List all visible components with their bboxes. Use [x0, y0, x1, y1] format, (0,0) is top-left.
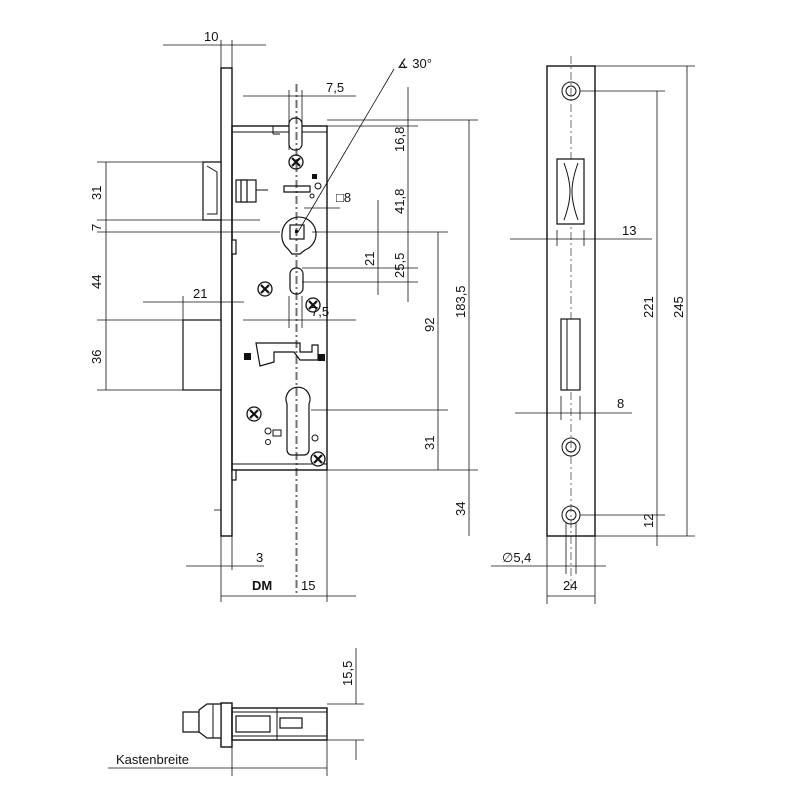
- faceplate-view: [546, 56, 596, 590]
- kastenbreite-label: Kastenbreite: [116, 752, 189, 767]
- dim-31-right: 31: [422, 436, 437, 450]
- screw-icon: [309, 450, 327, 468]
- top-slot: [288, 117, 303, 151]
- follower-hub: [281, 216, 317, 255]
- dim-34: 34: [453, 502, 468, 516]
- dim-15-5: 15,5: [340, 661, 355, 686]
- dim-24: 24: [563, 578, 577, 593]
- dim-21-left: 21: [193, 286, 207, 301]
- front-dimensions: 10 7,5 ∡ 30° 16,8 41,8 □8: [89, 29, 478, 602]
- dim-8-faceplate: 8: [617, 396, 624, 411]
- deadbolt: [182, 319, 222, 391]
- dim-3: 3: [256, 550, 263, 565]
- latch-bolt: [202, 161, 222, 221]
- screw-icon: [256, 280, 274, 298]
- dim-diameter-5-4: ∅5,4: [502, 550, 531, 565]
- dim-7-5-top: 7,5: [326, 80, 344, 95]
- dim-245: 245: [671, 296, 686, 318]
- angle-label: ∡ 30°: [397, 56, 432, 71]
- dim-7-left: 7: [89, 224, 104, 231]
- middle-slot: [289, 267, 304, 295]
- dim-183-5: 183,5: [453, 285, 468, 318]
- dim-25-5: 25,5: [392, 253, 407, 278]
- screw-icon: [245, 405, 263, 423]
- dim-square-8: □8: [336, 190, 351, 205]
- case-top-view: [231, 707, 328, 741]
- dim-10: 10: [204, 29, 218, 44]
- lock-case: [231, 125, 328, 471]
- dim-13: 13: [622, 223, 636, 238]
- cam-lever: [255, 342, 319, 367]
- dim-15: 15: [301, 578, 315, 593]
- dim-221: 221: [641, 296, 656, 318]
- deadbolt-opening: [560, 318, 581, 391]
- dim-21-right: 21: [362, 252, 377, 266]
- front-view: [182, 67, 328, 537]
- cylinder-hole: [285, 386, 311, 456]
- dim-16-8: 16,8: [392, 127, 407, 152]
- dim-36: 36: [89, 350, 104, 364]
- dim-31-left: 31: [89, 186, 104, 200]
- dim-dm-label: DM: [252, 578, 272, 593]
- top-view: 15,5 Kastenbreite: [108, 648, 364, 776]
- faceplate-dimensions: 13 8 221 245 12 ∅5,4 24: [491, 65, 695, 604]
- dim-44: 44: [89, 275, 104, 289]
- dim-41-8: 41,8: [392, 189, 407, 214]
- latch-top-view: [198, 703, 222, 739]
- dim-92: 92: [422, 318, 437, 332]
- dim-7-5-mid: 7,5: [311, 304, 329, 319]
- dim-12: 12: [641, 514, 656, 528]
